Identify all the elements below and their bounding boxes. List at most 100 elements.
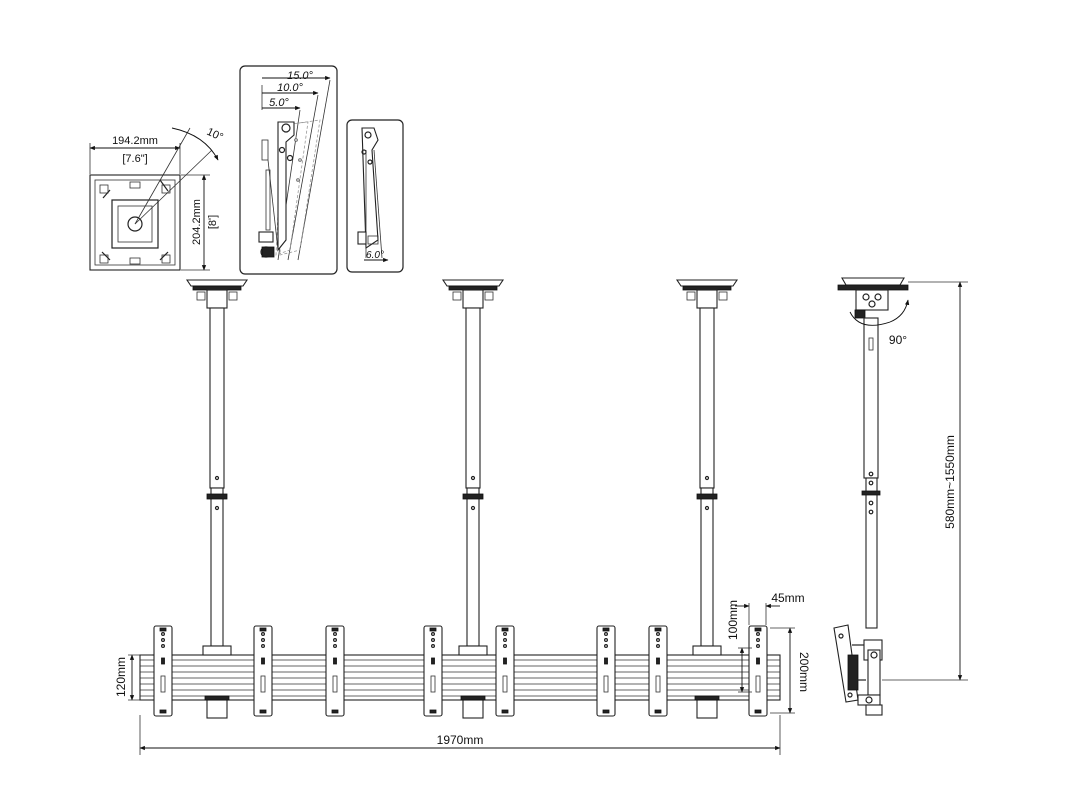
pole-hole — [704, 505, 710, 511]
arm-slot-mark — [656, 657, 660, 665]
pole-collar — [206, 493, 228, 500]
arm-slot-mark — [161, 657, 165, 665]
arm-hole — [655, 643, 660, 648]
pole-rail-clamp — [202, 645, 232, 656]
pole-lower — [210, 487, 224, 647]
arm-hole — [333, 637, 338, 642]
arm-hole — [261, 631, 266, 636]
pole-rail-clamp-band — [460, 695, 486, 701]
plate-rotation-label: 10° — [205, 126, 225, 144]
arm-slot — [655, 675, 661, 693]
pole-clamp — [696, 289, 718, 309]
arm-top-cap — [259, 627, 267, 632]
arm-height-dimension — [770, 627, 795, 714]
pole-lower — [700, 487, 714, 647]
pole-collar — [696, 493, 718, 500]
arm-slot — [430, 675, 436, 693]
arm-top-cap — [654, 627, 662, 632]
arm-hole — [431, 631, 436, 636]
pole-clamp-screw — [718, 291, 728, 301]
pole-rail-clamp-bottom — [206, 699, 228, 719]
ceiling-plate — [441, 279, 505, 287]
pole-rail-clamp-bottom — [696, 699, 718, 719]
arm-hole — [503, 643, 508, 648]
side-view — [833, 277, 910, 716]
arm-top-cap — [429, 627, 437, 632]
arm-hole — [603, 631, 608, 636]
arm-slot — [160, 675, 166, 693]
pole-hole — [214, 505, 220, 511]
arm-bottom-cap — [331, 709, 339, 714]
pole-clamp-screw — [686, 291, 696, 301]
arm-hole — [755, 637, 760, 642]
arm-hole — [755, 643, 760, 648]
arm-hole — [333, 631, 338, 636]
ceiling-plate-base — [192, 285, 242, 291]
tilt-angle-15-label: 15.0° — [287, 70, 313, 82]
pole-clamp-screw — [452, 291, 462, 301]
pole-clamp — [206, 289, 228, 309]
pole-rail-clamp-band — [694, 695, 720, 701]
mounting-arm — [596, 625, 616, 717]
ceiling-plate-base — [682, 285, 732, 291]
pole-upper — [209, 307, 225, 489]
mounting-arm — [495, 625, 515, 717]
side-tilt-angle-label: 6.0° — [366, 250, 384, 261]
pole-lower — [466, 487, 480, 647]
pole-clamp-screw — [228, 291, 238, 301]
pole-rail-clamp-band — [204, 695, 230, 701]
mounting-arm — [153, 625, 173, 717]
arm-bottom-cap — [259, 709, 267, 714]
arm-bottom-cap — [501, 709, 509, 714]
arm-hole — [755, 631, 760, 636]
arm-bottom-cap — [602, 709, 610, 714]
arm-slot — [755, 675, 761, 693]
bar-height-dimension — [128, 654, 152, 701]
pole-rail-clamp — [458, 645, 488, 656]
arm-hole — [431, 643, 436, 648]
arm-hole — [333, 643, 338, 648]
pole-clamp — [462, 289, 484, 309]
tilt-angle-5-label: 5.0° — [269, 97, 289, 109]
arm-top-cap — [331, 627, 339, 632]
arm-top-cap — [602, 627, 610, 632]
ceiling-plate — [185, 279, 249, 287]
side-height-label: 580mm~1550mm — [943, 435, 957, 529]
arm-slot — [603, 675, 609, 693]
front-view — [139, 279, 781, 719]
pole-hole — [470, 505, 476, 511]
arm-hole — [161, 637, 166, 642]
pole-clamp-screw — [196, 291, 206, 301]
arm-slot — [260, 675, 266, 693]
arm-bottom-cap — [754, 709, 762, 714]
plate-width-label: 194.2mm — [112, 135, 158, 147]
mounting-arm — [748, 625, 768, 717]
arm-hole — [261, 637, 266, 642]
pole-upper — [465, 307, 481, 489]
arm-slot-mark — [756, 657, 760, 665]
side-height-dimension — [882, 281, 968, 681]
pole-rail-clamp-bottom — [462, 699, 484, 719]
arm-width-dimension — [735, 603, 780, 625]
plate-height-inch-label: [8'] — [207, 215, 219, 229]
pole-collar — [462, 493, 484, 500]
arm-hole — [603, 637, 608, 642]
ceiling-plate — [675, 279, 739, 287]
arm-hole — [655, 637, 660, 642]
arm-slot-mark — [431, 657, 435, 665]
mounting-arm — [325, 625, 345, 717]
front-width-label: 1970mm — [437, 733, 484, 747]
tilt-detail-panel — [239, 65, 338, 275]
arm-offset-label: 100mm — [726, 600, 740, 640]
arm-hole — [503, 631, 508, 636]
tilt-angle-10-label: 10.0° — [277, 82, 303, 94]
arm-hole — [161, 643, 166, 648]
ceiling-plate-base — [448, 285, 498, 291]
front-width-dimension — [139, 715, 781, 755]
arm-width-label: 45mm — [771, 591, 804, 605]
arm-hole — [261, 643, 266, 648]
pole-rail-clamp — [692, 645, 722, 656]
arm-slot-mark — [503, 657, 507, 665]
